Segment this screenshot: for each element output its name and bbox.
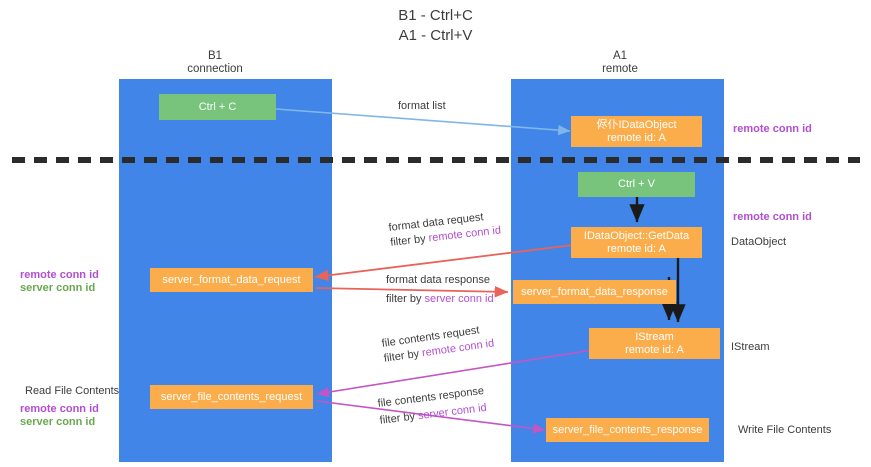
node-sfdreq-label: server_format_data_request [162,273,301,286]
edge-label-file-contents-response-group: file contents response filter by server … [377,385,487,428]
node-server-file-contents-request[interactable]: server_file_contents_request [150,385,313,409]
node-ctrl-c[interactable]: Ctrl + C [159,94,276,120]
column-header-b1: B1 connection [155,50,275,76]
annotation-istream: IStream [731,341,770,353]
annotation-remote-conn-id-mid: remote conn id [733,211,812,223]
annotation-left-server-conn-id-mid: server conn id [20,282,96,294]
node-istream-line1: IStream [635,330,674,343]
edge-label-format-data-request-group: format data request filter by remote con… [388,209,502,249]
node-getdata-line2: remote id: A [607,242,666,255]
filter-key-2: server conn id [424,293,494,305]
annotation-left-server-conn-id-bot: server conn id [20,416,96,428]
node-server-file-contents-response[interactable]: server_file_contents_response [546,418,709,442]
column-header-a1: A1 remote [560,50,680,76]
node-idataobject-getdata[interactable]: IDataObject::GetData remote id: A [571,227,702,258]
edge-label-format-data-response-group: format data response filter by server co… [386,274,494,306]
filter-prefix-1: filter by [389,232,430,249]
node-ctrl-c-label: Ctrl + C [198,100,237,113]
annotation-write-file-contents: Write File Contents [738,424,832,436]
node-getdata-line1: IDataObject::GetData [583,229,690,242]
node-server-format-data-response[interactable]: server_format_data_response [513,280,676,304]
annotation-dataobject: DataObject [731,236,787,248]
filter-prefix-3: filter by [383,347,423,365]
filter-prefix-2: filter by [386,293,425,305]
annotation-left-remote-conn-id-mid: remote conn id [20,269,99,281]
node-ctrl-v[interactable]: Ctrl + V [578,172,695,197]
node-idataobject-line1: 侭仆IDataObject [596,118,677,131]
node-sfcreq-label: server_file_contents_request [160,390,303,403]
title-line-2: A1 - Ctrl+V [398,27,473,44]
column-a1-name: A1 [612,50,628,62]
node-istream[interactable]: IStream remote id: A [589,328,720,359]
annotation-left-conn-ids-bot: remote conn id server conn id [20,403,99,429]
annotation-remote-conn-id-top: remote conn id [733,123,812,135]
edge-label-format-list: format list [398,100,446,112]
node-istream-line2: remote id: A [625,343,684,356]
edge-label-file-contents-request-group: file contents request filter by remote c… [381,323,495,366]
node-sfdres-label: server_format_data_response [521,285,668,298]
annotation-read-file-contents: Read File Contents [25,385,120,397]
filter-prefix-4: filter by [379,410,419,427]
column-b1-name: B1 [207,50,223,62]
edge-filter-format-data-response: filter by server conn id [386,293,494,306]
node-ctrl-v-label: Ctrl + V [618,178,655,190]
node-idataobject[interactable]: 侭仆IDataObject remote id: A [571,116,702,147]
annotation-left-remote-conn-id-bot: remote conn id [20,403,99,415]
node-sfcres-label: server_file_contents_response [552,423,703,436]
node-server-format-data-request[interactable]: server_format_data_request [150,268,313,292]
node-idataobject-line2: remote id: A [607,131,666,144]
page-title: B1 - Ctrl+C A1 - Ctrl+V [0,6,871,46]
edge-label-format-data-response: format data response [386,274,490,286]
column-b1-role: connection [187,63,243,75]
title-line-1: B1 - Ctrl+C [398,7,473,24]
annotation-left-conn-ids-mid: remote conn id server conn id [20,269,99,295]
column-a1-role: remote [602,63,638,75]
